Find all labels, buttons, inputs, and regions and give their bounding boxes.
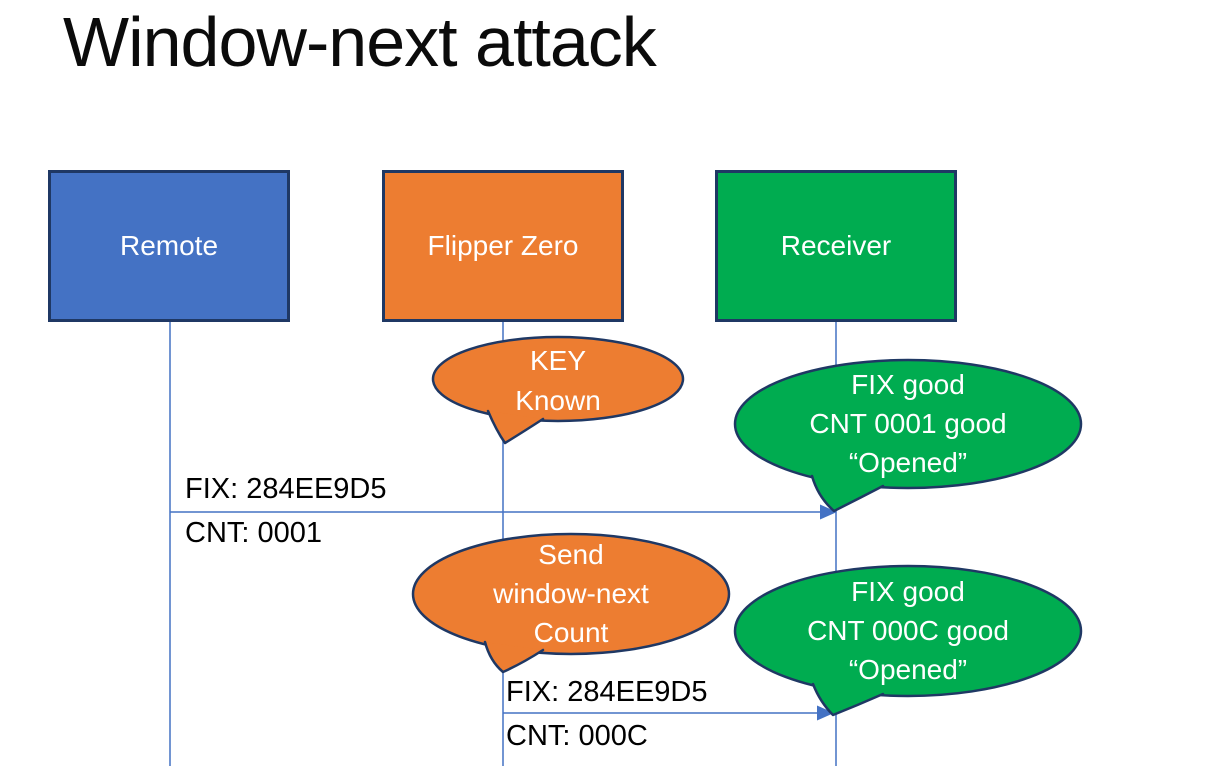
actor-box-remote: Remote (48, 170, 290, 322)
arrowhead-icon (817, 705, 834, 721)
callout-ellipse (411, 532, 731, 656)
callout-ellipse (733, 358, 1083, 490)
message-1-fix-label: FIX: 284EE9D5 (185, 473, 387, 505)
actor-box-receiver: Receiver (715, 170, 957, 322)
callout-ellipse (733, 564, 1083, 698)
actor-box-flipper-zero: Flipper Zero (382, 170, 624, 322)
callout-ellipse (431, 335, 685, 423)
callout-receiver-opened-2 (733, 564, 1083, 717)
callout-tail (486, 409, 545, 445)
callout-tail (810, 474, 885, 513)
callout-receiver-opened-1 (733, 358, 1083, 513)
callout-key-known (431, 335, 685, 445)
actor-label: Flipper Zero (427, 230, 579, 261)
message-arrow-2 (503, 705, 834, 721)
message-1-cnt-label: CNT: 0001 (185, 517, 323, 549)
message-arrow-1 (170, 504, 837, 520)
arrowhead-icon (820, 504, 837, 520)
slide-title: Window-next attack (63, 3, 657, 81)
message-2-fix-label: FIX: 284EE9D5 (506, 676, 708, 708)
callout-tail (811, 682, 885, 717)
actor-label: Receiver (780, 230, 892, 261)
callout-tail (483, 640, 545, 674)
message-2-cnt-label: CNT: 000C (506, 720, 648, 752)
actor-label: Remote (119, 230, 219, 261)
callout-send-window-next (411, 532, 731, 674)
